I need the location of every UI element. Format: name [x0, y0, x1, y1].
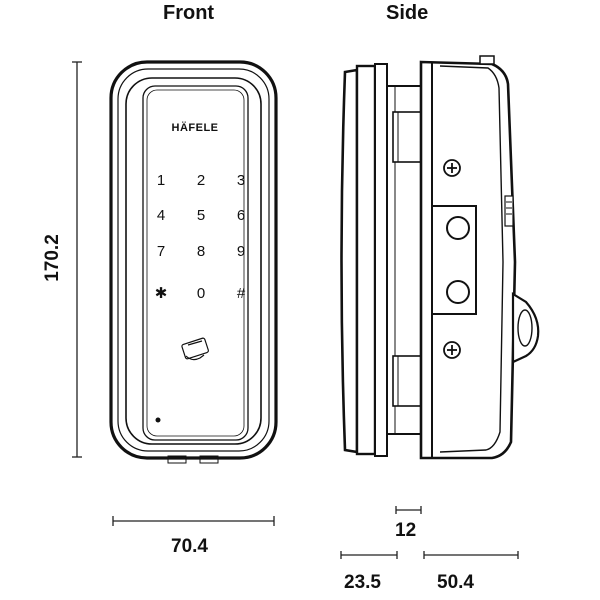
keypad-key: 5: [197, 207, 205, 224]
keypad-key: #: [237, 285, 246, 302]
keypad-key: 7: [157, 243, 165, 260]
keypad-key: 0: [197, 285, 205, 302]
thickness-12-dimension-label: 12: [395, 520, 417, 541]
keypad-key: 3: [237, 172, 245, 189]
front-view: HÄFELE 1 2 3 4 5 6 7 8 9 ✱ 0 #: [109, 60, 278, 464]
keypad-key: ✱: [155, 285, 168, 302]
front-view-title: Front: [163, 2, 215, 24]
screw-icon: [443, 341, 461, 359]
keypad-key: 4: [157, 207, 165, 224]
thickness-23-5-dimension-label: 23.5: [344, 572, 381, 593]
keypad-key: 8: [197, 243, 205, 260]
width-dimension-label: 70.4: [171, 536, 208, 557]
thickness-50-4-dimension-label: 50.4: [437, 572, 474, 593]
keypad-key: 6: [237, 207, 245, 224]
screw-icon: [443, 159, 461, 177]
keypad-key: 1: [157, 172, 165, 189]
brand-logo: HÄFELE: [172, 121, 219, 134]
keypad: 1 2 3 4 5 6 7 8 9 ✱ 0 #: [155, 172, 246, 302]
status-led-icon: [155, 417, 161, 423]
dimension-lines: [72, 61, 519, 559]
side-view: [340, 55, 540, 460]
card-reader-icon: [181, 337, 209, 361]
side-view-title: Side: [386, 2, 429, 24]
keypad-key: 2: [197, 172, 205, 189]
keypad-key: 9: [237, 243, 245, 260]
